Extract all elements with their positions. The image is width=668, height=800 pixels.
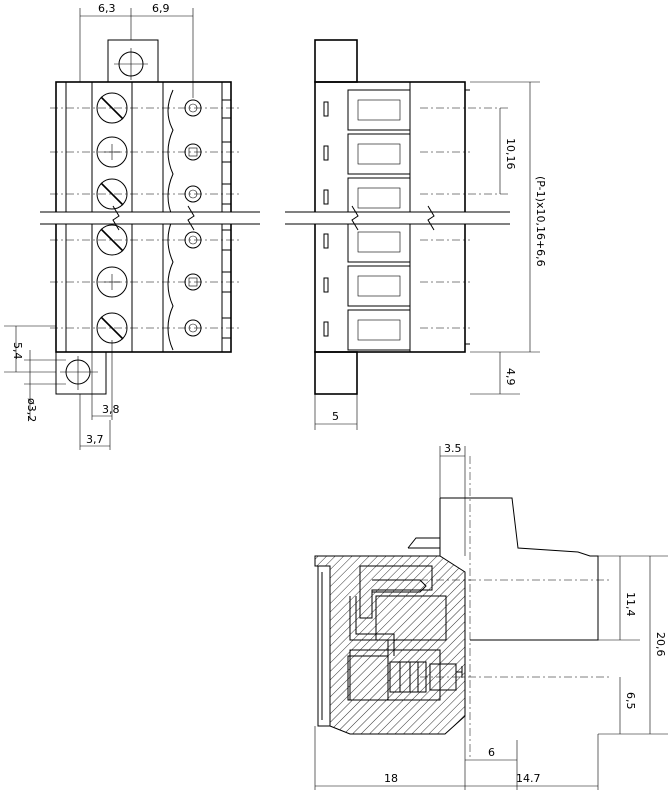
terminal-slots [347,89,411,351]
side-view: (P-1)x10,16+6,6 10,16 4,9 5 [285,39,547,430]
dim-pitch: 10,16 [504,138,517,170]
dim-side-bottom: 4,9 [504,368,517,386]
front-view: 6,3 6,9 5,4 ø3,2 3,8 3,7 [4,2,260,450]
dim-sec-right-c: 6,5 [624,692,637,710]
dim-offset-b: 3,7 [86,433,104,446]
section-view: 3.5 11,4 20,6 6,5 6 18 14.7 [314,442,668,790]
dim-flange-height: 5,4 [11,342,24,360]
dim-top-left: 6,3 [98,2,116,15]
dim-sec-bottom-c: 14.7 [516,772,541,785]
dim-sec-bottom-b: 18 [384,772,398,785]
dim-sec-bottom-a: 6 [488,746,495,759]
dim-sec-right-a: 11,4 [624,592,637,617]
dim-top-right: 6,9 [152,2,170,15]
dim-sec-top: 3.5 [444,442,462,455]
dim-total: (P-1)x10,16+6,6 [534,176,547,267]
dim-side-width: 5 [332,410,339,423]
side-notches [323,101,329,337]
dim-offset-a: 3,8 [102,403,120,416]
dim-hole: ø3,2 [25,398,38,422]
dim-sec-right-b: 20,6 [654,632,667,657]
